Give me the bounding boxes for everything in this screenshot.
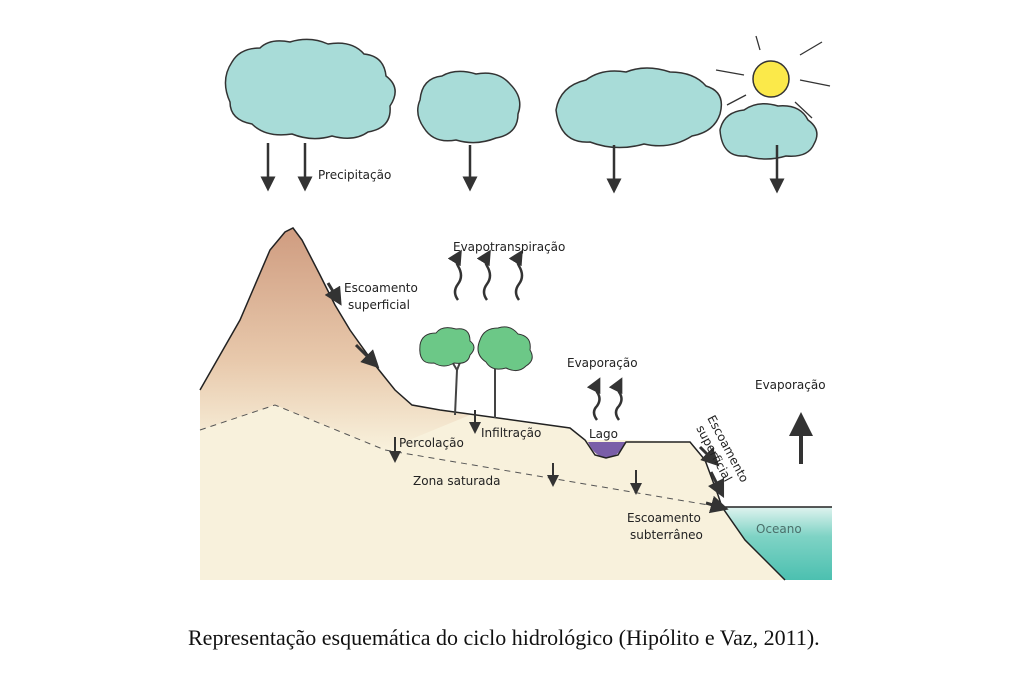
figure-caption: Representação esquemática do ciclo hidro… — [188, 625, 820, 650]
cloud-1 — [224, 38, 396, 140]
ocean — [722, 507, 832, 580]
cloud-2 — [417, 70, 521, 144]
label-zona-saturada: Zona saturada — [413, 474, 501, 488]
label-evapotranspiracao: Evapotranspiração — [453, 240, 565, 254]
label-infiltracao: Infiltração — [481, 426, 541, 440]
label-lago: Lago — [589, 427, 618, 441]
label-oceano: Oceano — [756, 522, 802, 536]
cloud-4 — [719, 103, 818, 160]
cloud-3 — [555, 67, 723, 149]
precipitation-arrows — [260, 143, 785, 194]
lake — [588, 442, 626, 458]
evapotranspiration-arrows — [447, 249, 524, 301]
evaporation-lake-arrows — [586, 377, 623, 421]
label-evaporacao-lago: Evaporação — [567, 356, 638, 370]
runoff-arrows — [324, 282, 729, 514]
label-evaporacao-oceano: Evaporação — [755, 378, 826, 392]
label-escoamento-superficial-1: Escoamento — [344, 281, 418, 295]
sun-icon — [715, 35, 831, 119]
label-escoamento-subterraneo-2: subterrâneo — [630, 528, 703, 542]
label-percolacao: Percolação — [399, 436, 464, 450]
label-escoamento-superficial-2: superficial — [348, 298, 410, 312]
mountain — [200, 228, 470, 450]
tree-icon — [419, 326, 533, 418]
label-precipitacao: Precipitação — [318, 168, 391, 182]
label-escoamento-subterraneo-1: Escoamento — [627, 511, 701, 525]
